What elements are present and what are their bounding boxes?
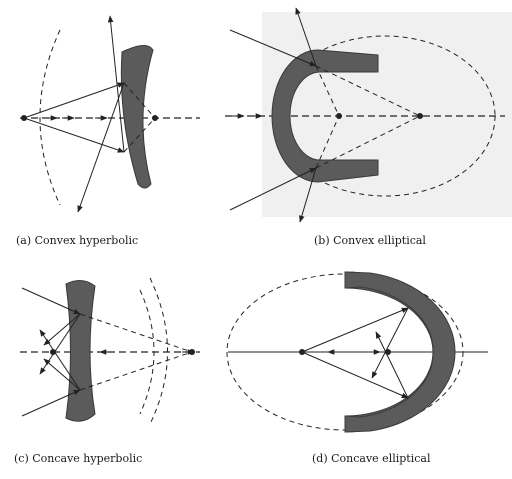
- panel-c-incident-ray-lower: [21, 389, 81, 417]
- panel-a-convex-hyperbolic: [20, 15, 200, 213]
- panel-c-incident-ray-upper: [21, 287, 81, 315]
- panel-c-crossing-ray-up: [39, 329, 81, 391]
- panel-d-mirror-band: [344, 271, 456, 433]
- panel-d-incident-ray-lower: [301, 351, 409, 399]
- panel-a-reflected-ray-upper: [77, 82, 125, 213]
- panel-c-virtual-focus: [50, 349, 56, 355]
- panel-b-convex-elliptical: [225, 7, 512, 223]
- panel-d-reflected-ray-lower: [375, 331, 409, 399]
- panel-d-incident-ray-upper: [301, 307, 409, 353]
- panel-a-incident-ray-upper: [23, 82, 125, 119]
- panel-c-concave-hyperbolic: [20, 277, 200, 425]
- panel-c-reflected-ray-lower: [43, 358, 81, 391]
- panel-d-concave-elliptical: [226, 271, 488, 433]
- panel-b-shaded-background: [262, 12, 512, 217]
- panel-c-reflected-ray-upper: [43, 313, 81, 346]
- panel-d-reflected-ray-upper: [371, 307, 409, 379]
- panel-a-virtual-ray-lower: [123, 117, 156, 153]
- panel-c-crossing-ray-down: [39, 313, 81, 375]
- panel-b-guide-upper: [315, 65, 340, 117]
- panel-b-guide-lower: [315, 115, 340, 169]
- caption-a: (a) Convex hyperbolic: [16, 234, 139, 247]
- panel-a-wavefront-arc: [39, 29, 61, 206]
- panel-b-incident-ray-upper: [229, 29, 317, 67]
- panel-b-elliptical-mirror: [271, 49, 379, 183]
- panel-b-reflected-ray-lower: [299, 167, 317, 223]
- panel-a-hyperbolic-mirror: [120, 45, 154, 189]
- panel-b-far-focus: [417, 113, 423, 119]
- caption-d: (d) Concave elliptical: [312, 452, 431, 465]
- panel-b-virtual-ray-upper: [315, 65, 421, 117]
- panel-a-incident-ray-lower: [23, 117, 125, 153]
- caption-c: (c) Concave hyperbolic: [14, 452, 143, 465]
- panel-b-virtual-ray-lower: [315, 115, 421, 169]
- panel-c-hyperbolic-mirror: [65, 280, 96, 422]
- panel-c-virtual-ray-lower: [79, 351, 193, 391]
- panel-b-reflected-ray-upper: [295, 7, 317, 67]
- panel-b-incident-ray-lower: [229, 167, 317, 211]
- panel-c-virtual-ray-upper: [79, 313, 193, 353]
- panel-a-virtual-ray-upper: [123, 82, 156, 119]
- panel-a-reflected-ray-lower: [107, 15, 125, 153]
- caption-b: (b) Convex elliptical: [314, 234, 426, 247]
- panel-c-wavefront-arc-outer: [149, 277, 168, 425]
